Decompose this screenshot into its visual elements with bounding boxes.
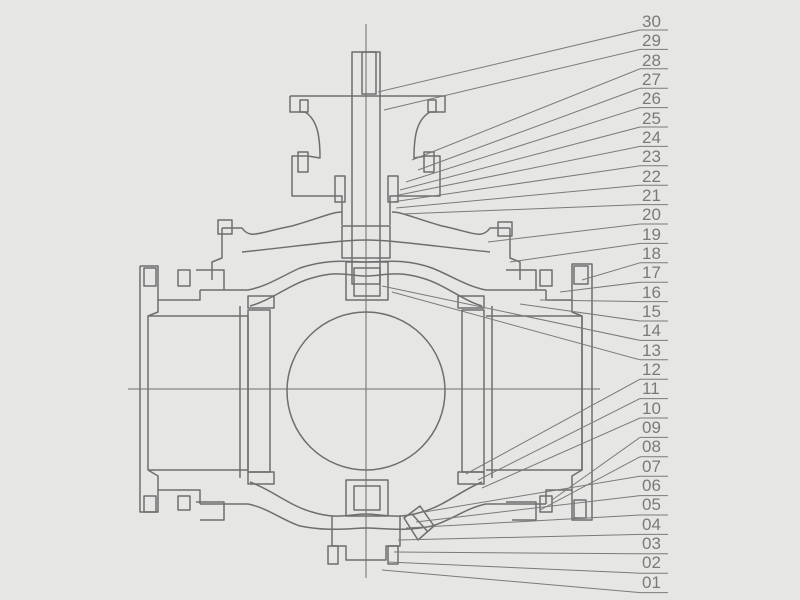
leader-line — [395, 184, 641, 209]
part-label: 17 — [642, 263, 661, 282]
part-label: 18 — [642, 244, 661, 263]
part-label: 12 — [642, 360, 661, 379]
leader-line — [397, 533, 641, 541]
leader-line — [487, 223, 641, 243]
part-label: 26 — [642, 89, 661, 108]
part-label: 10 — [642, 399, 661, 418]
mounting-bracket — [289, 95, 446, 225]
leader-line — [551, 436, 641, 501]
part-label: 06 — [642, 476, 661, 495]
leader-line — [391, 165, 641, 203]
right-flange — [486, 263, 593, 521]
leader-line — [539, 299, 641, 303]
part-label: 04 — [642, 515, 661, 534]
part-label: 13 — [642, 341, 661, 360]
leader-line — [411, 68, 641, 161]
leader-line — [509, 242, 641, 263]
leader-lines — [377, 29, 668, 594]
leader-line — [393, 551, 641, 555]
leader-line — [381, 285, 641, 341]
valve-body — [200, 260, 546, 531]
part-label: 09 — [642, 418, 661, 437]
part-label: 25 — [642, 109, 661, 128]
leader-line — [405, 514, 641, 529]
leader-line — [387, 561, 641, 574]
part-label: 19 — [642, 225, 661, 244]
part-label: 29 — [642, 31, 661, 50]
part-label: 14 — [642, 321, 661, 340]
leader-line — [481, 417, 641, 489]
leader-line — [415, 495, 641, 523]
leader-line — [539, 456, 641, 511]
leader-line — [391, 291, 641, 361]
part-label: 02 — [642, 553, 661, 572]
part-label: 16 — [642, 283, 661, 302]
part-label: 28 — [642, 51, 661, 70]
part-label: 01 — [642, 573, 661, 592]
part-label: 03 — [642, 534, 661, 553]
part-label: 22 — [642, 167, 661, 186]
leader-line — [383, 48, 641, 111]
part-label: 07 — [642, 457, 661, 476]
part-label: 08 — [642, 437, 661, 456]
leader-line — [417, 87, 641, 171]
leader-line — [381, 569, 641, 594]
leader-line — [519, 303, 641, 322]
part-number-labels: 30 29 28 27 26 25 24 23 22 21 20 19 18 1… — [642, 12, 661, 592]
leader-line — [393, 145, 641, 197]
part-label: 20 — [642, 205, 661, 224]
part-label: 11 — [642, 379, 660, 398]
left-flange — [139, 265, 249, 521]
leader-line — [423, 475, 641, 513]
ball — [286, 311, 446, 471]
leader-line — [477, 398, 641, 481]
part-label: 23 — [642, 147, 661, 166]
part-label: 27 — [642, 70, 661, 89]
leader-line — [405, 107, 641, 183]
part-label: 15 — [642, 302, 661, 321]
leader-line — [401, 204, 641, 215]
part-label: 05 — [642, 495, 661, 514]
leader-line — [559, 281, 641, 293]
seat-rings — [239, 295, 493, 485]
leader-line — [377, 29, 641, 93]
leader-line — [399, 126, 641, 191]
part-label: 21 — [642, 186, 661, 205]
part-label: 24 — [642, 128, 661, 147]
leader-line — [581, 262, 641, 281]
leader-line — [465, 378, 641, 475]
stem — [351, 51, 381, 285]
part-label: 30 — [642, 12, 661, 31]
